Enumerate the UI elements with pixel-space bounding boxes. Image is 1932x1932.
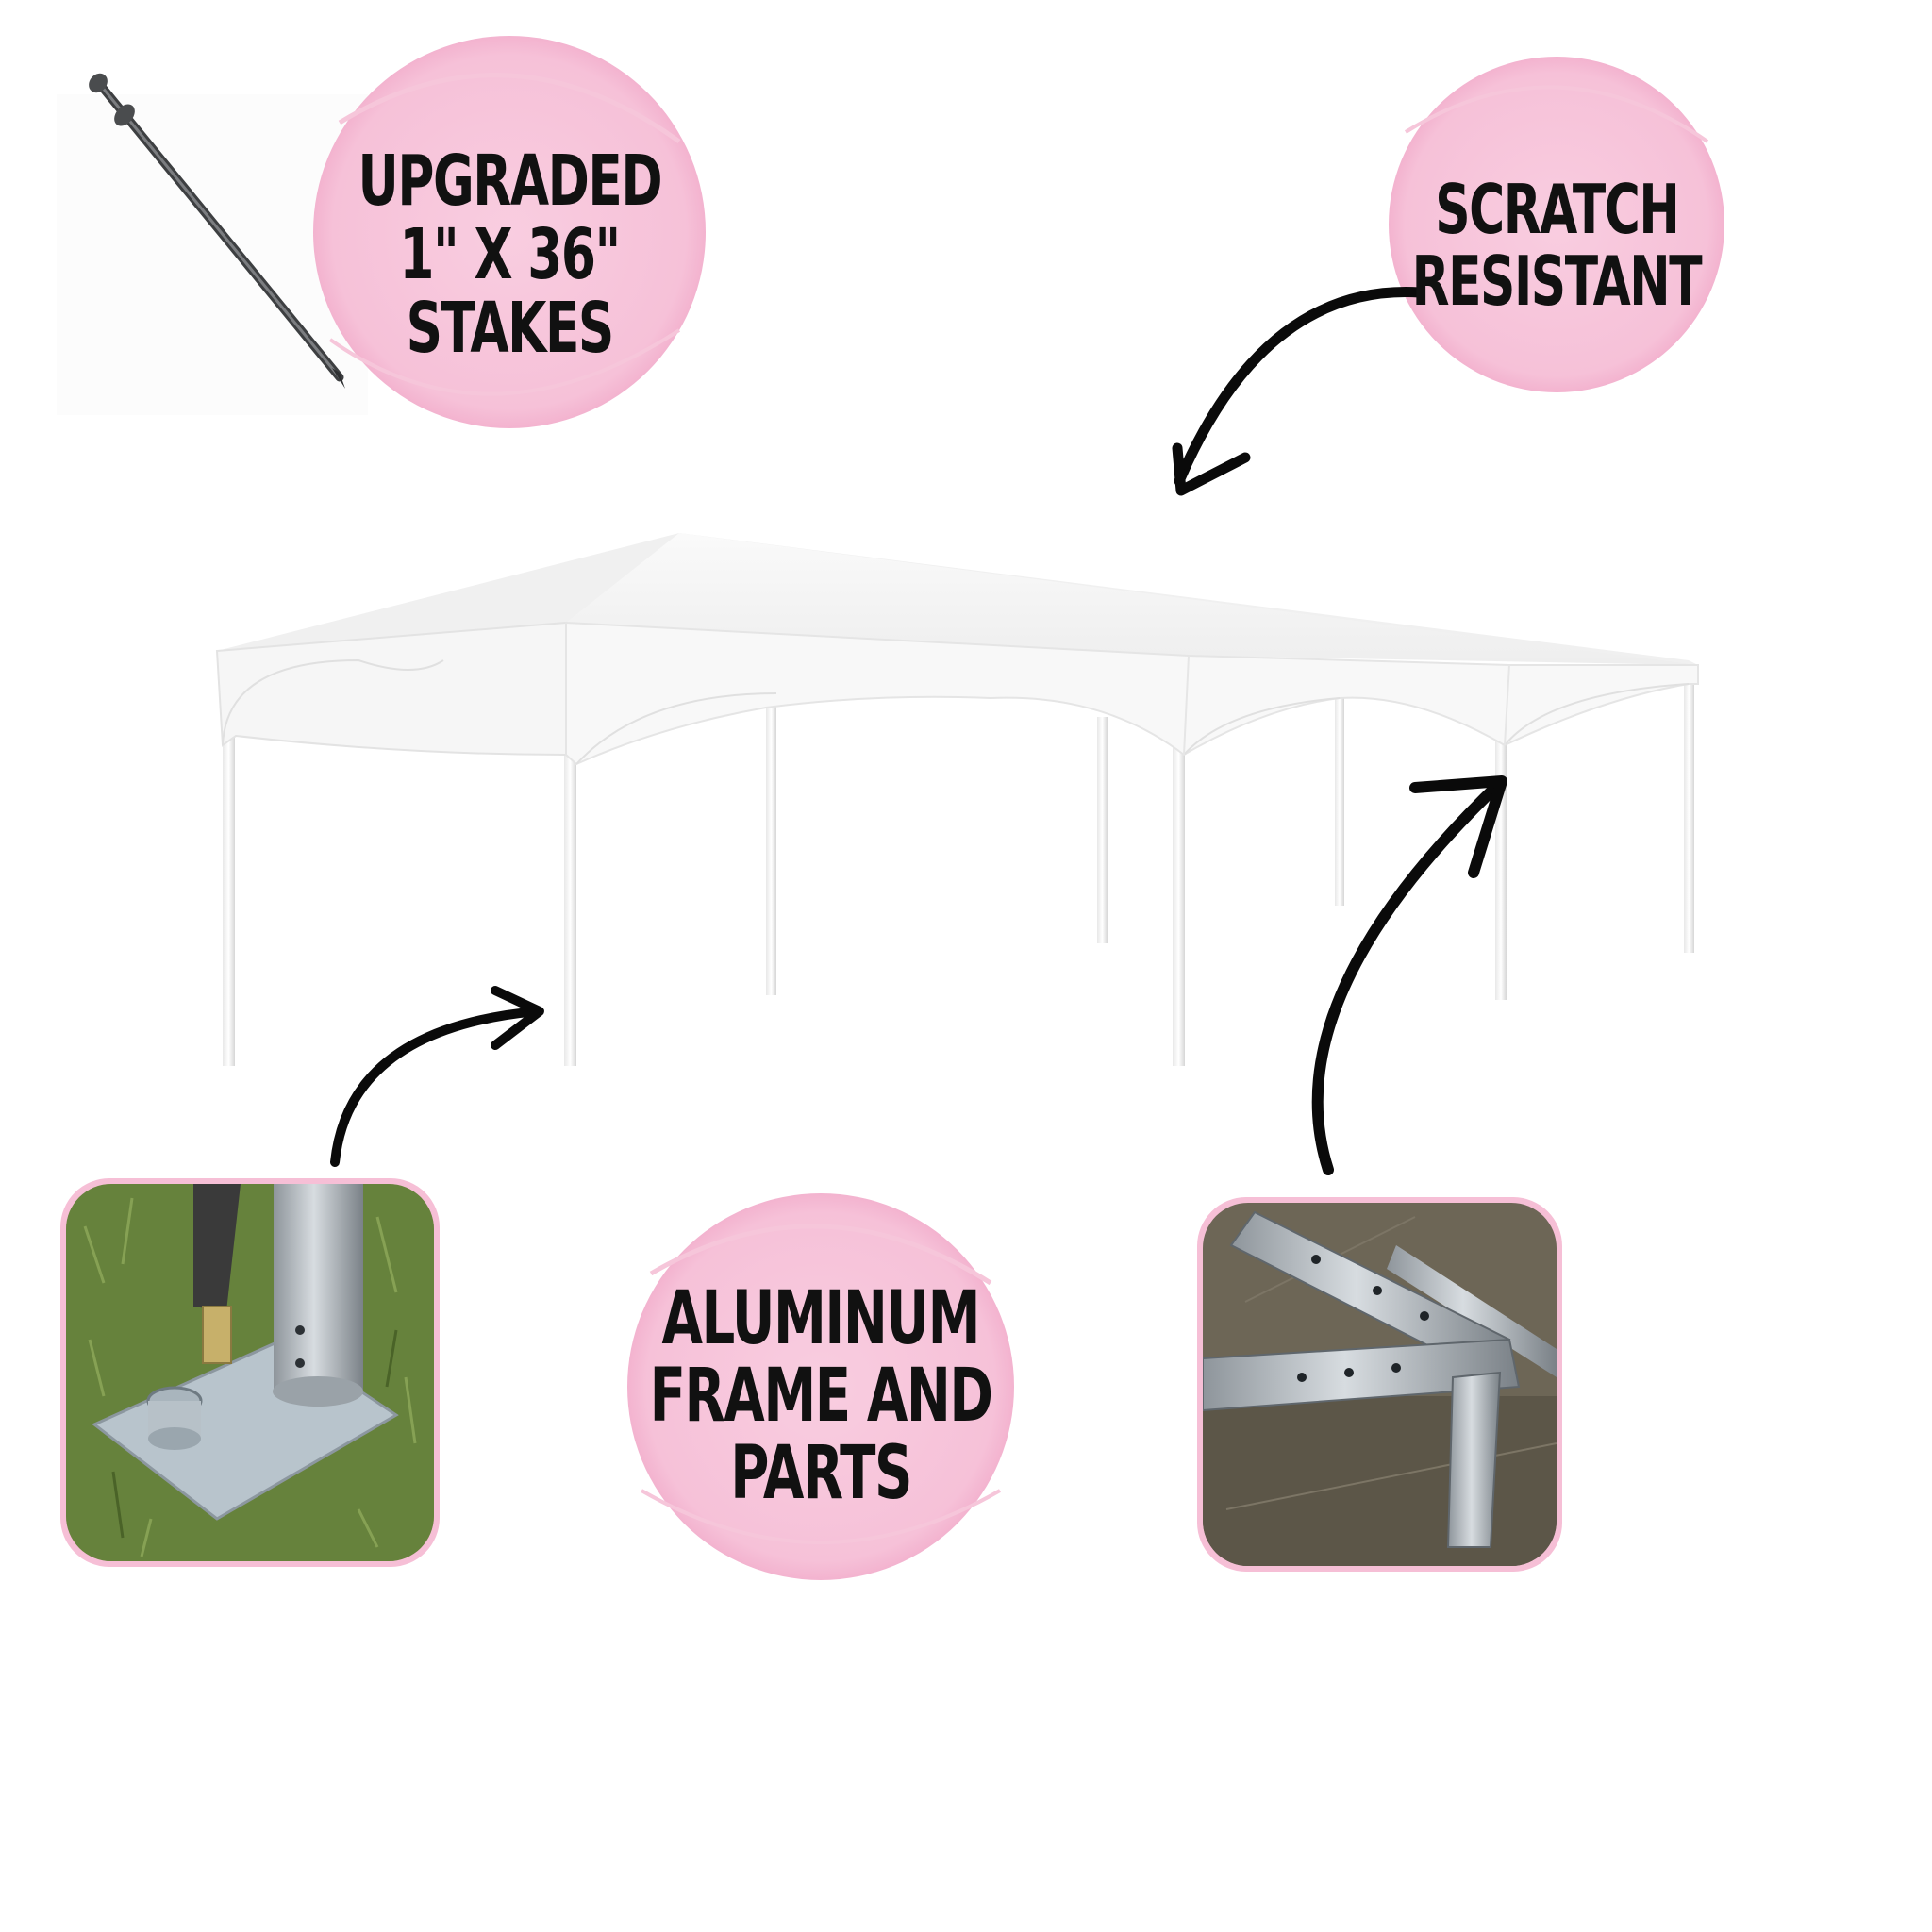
aluminum-line-2: FRAME AND — [649, 1354, 993, 1439]
arrow-to-pole-base — [330, 986, 544, 1167]
arrow-to-frame-joint — [1311, 775, 1507, 1175]
scratch-badge — [1389, 57, 1724, 392]
frame-joint-photo — [1197, 1197, 1562, 1572]
stakes-line-2: 1" X 36" — [399, 214, 621, 295]
base-plate-photo — [60, 1178, 440, 1567]
arrow-to-roof — [1172, 287, 1425, 496]
stakes-badge — [313, 36, 706, 428]
stakes-line-1: UPGRADED — [358, 141, 662, 222]
scratch-callout: SCRATCH RESISTANT — [1377, 66, 1736, 425]
stakes-callout: UPGRADED 1" X 36" STAKES — [311, 57, 708, 453]
frame-tent — [215, 533, 1699, 1066]
aluminum-callout: ALUMINUM FRAME AND PARTS — [623, 1198, 1019, 1594]
aluminum-line-1: ALUMINUM — [661, 1276, 981, 1361]
aluminum-badge — [627, 1193, 1014, 1580]
scratch-line-1: SCRATCH — [1434, 170, 1680, 249]
aluminum-line-3: PARTS — [730, 1431, 912, 1516]
scratch-line-2: RESISTANT — [1411, 242, 1703, 321]
stakes-line-3: STAKES — [406, 288, 614, 369]
